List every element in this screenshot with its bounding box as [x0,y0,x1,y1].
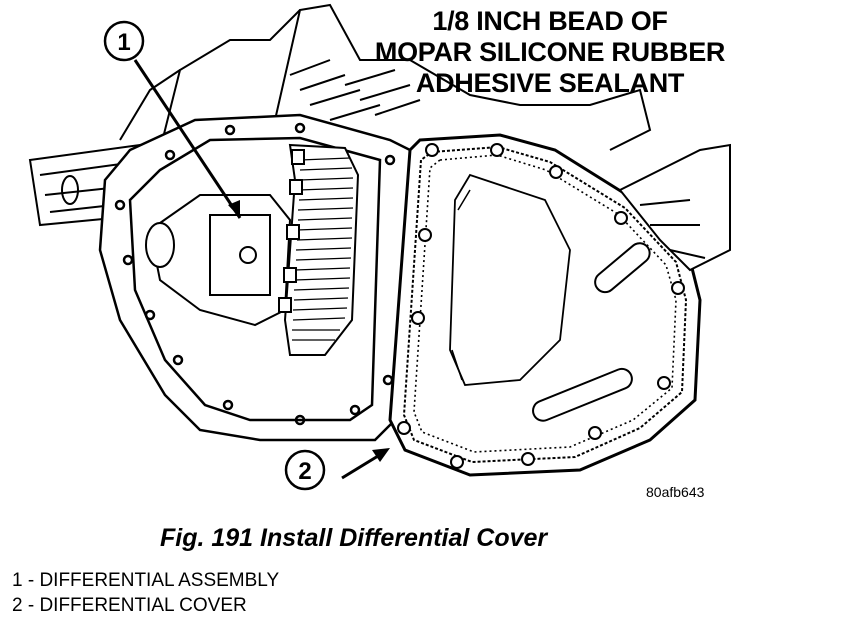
differential-cover [388,133,702,477]
marker-2: 2 [284,448,390,491]
marker-2-label: 2 [298,458,311,485]
legend-item-2: 2 - DIFFERENTIAL COVER [12,595,247,616]
hand [618,143,731,272]
legend: 1 - DIFFERENTIAL ASSEMBLY 2 - DIFFERENTI… [12,568,279,618]
sealant-callout-line-2: MOPAR SILICONE RUBBER [374,37,726,67]
marker-1-label: 1 [117,29,130,56]
image-id: 80afb643 [646,484,705,500]
sealant-callout-line-1: 1/8 INCH BEAD OF [432,6,668,36]
vehicle-body [119,3,652,151]
sealant-callout: 1/8 INCH BEAD OF MOPAR SILICONE RUBBER A… [330,6,770,99]
differential-assembly [145,143,360,356]
sealant-callout-line-3: ADHESIVE SEALANT [415,68,685,98]
figure-caption: Fig. 191 Install Differential Cover [160,524,548,552]
legend-item-1: 1 - DIFFERENTIAL ASSEMBLY [12,570,280,591]
marker-1: 1 [103,20,242,219]
